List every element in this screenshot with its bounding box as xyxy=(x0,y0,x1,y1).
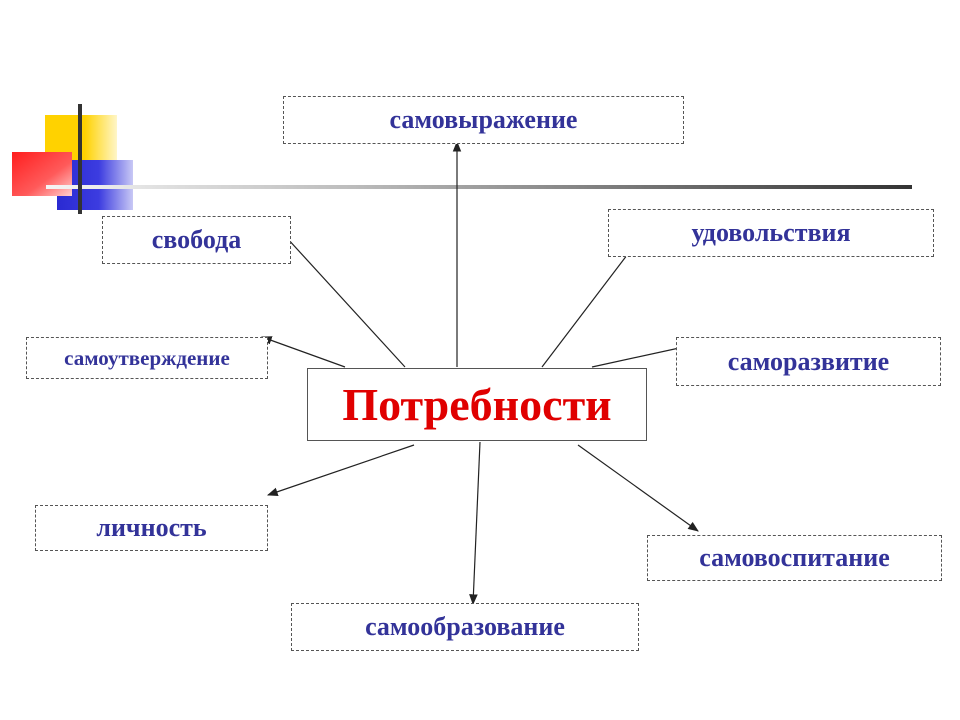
arrow-to-samoobrazovanie xyxy=(469,441,481,606)
node-label-samoobrazovanie: самообразование xyxy=(365,612,565,641)
arrow-to-samovospitanie xyxy=(577,444,699,532)
arrow-to-svoboda xyxy=(275,225,406,368)
node-label-samorazvitie: саморазвитие xyxy=(727,346,890,376)
node-lichnost: личность xyxy=(35,505,268,551)
deco-vertical-bar xyxy=(78,104,82,214)
node-samorazvitie: саморазвитие xyxy=(676,337,941,386)
node-label-samovospitanie: самовоспитание xyxy=(699,543,890,572)
node-udovolstviya: удовольствия xyxy=(608,209,934,257)
decorative-logo xyxy=(0,0,960,230)
node-samoutverzhdenie: самоутверждение xyxy=(26,337,268,379)
node-samovospitanie: самовоспитание xyxy=(647,535,942,581)
arrow-to-lichnost xyxy=(266,444,415,496)
node-label-samovyrazhenie: самовыражение xyxy=(389,105,578,134)
deco-horizontal-bar xyxy=(46,185,912,189)
node-label-samoutverzhdenie: самоутверждение xyxy=(64,345,230,370)
node-label-svoboda: свобода xyxy=(151,225,242,254)
node-label-udovolstviya: удовольствия xyxy=(691,218,851,247)
center-node: Потребности xyxy=(307,368,647,441)
arrow-to-samoutverzhdenie xyxy=(260,336,346,368)
node-svoboda: свобода xyxy=(102,216,291,264)
arrow-to-udovolstviya xyxy=(541,237,641,368)
node-label-lichnost: личность xyxy=(96,513,207,542)
center-node-label: Потребности xyxy=(342,379,612,430)
node-samovyrazhenie: самовыражение xyxy=(283,96,684,144)
decorative-logo-graphic xyxy=(12,104,912,214)
node-samoobrazovanie: самообразование xyxy=(291,603,639,651)
